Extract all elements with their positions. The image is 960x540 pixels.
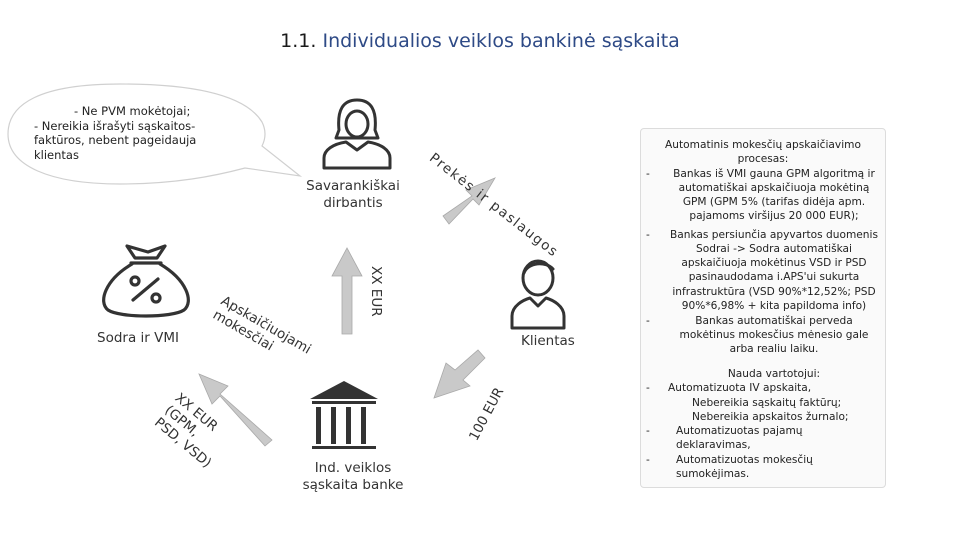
benefit-item: - Automatizuotas mokesčių sumokėjimas. <box>646 453 880 482</box>
benefit-text: Nebereikia sąskaitų faktūrų; <box>692 396 842 409</box>
benefit-text: Automatizuotas mokesčių sumokėjimas. <box>676 453 813 481</box>
bubble-line: - Nereikia išrašyti sąskaitos- <box>34 118 196 133</box>
benefit-text: Nebereikia apskaitos žurnalo; <box>692 410 849 423</box>
auto-process-text: Bankas automatiškai perveda mokėtinus mo… <box>679 314 869 356</box>
arrow-to-sodra <box>198 373 273 447</box>
benefit-block: Nauda vartotojui: - Automatizuota IV aps… <box>646 367 880 481</box>
label-sodra: Sodra ir VMI <box>97 330 179 346</box>
auto-process-item: - Bankas iš VMI gauna GPM algoritmą ir a… <box>646 167 880 228</box>
label-bank: Ind. veiklos sąskaita banke <box>302 460 404 493</box>
arrow-up <box>331 247 363 335</box>
flow-auto-taxes: Apskaičiuojami mokesčiai <box>210 293 330 358</box>
auto-process-text: Bankas persiunčia apyvartos duomenis Sod… <box>670 228 878 313</box>
auto-process-title: Automatinis mokesčių apskaičiavimo proce… <box>665 139 861 166</box>
title-text: Individualios veiklos bankinė sąskaita <box>322 30 680 52</box>
info-panel <box>640 128 886 488</box>
person-man-icon <box>510 259 566 330</box>
bullet-dash: - <box>646 314 650 327</box>
page-title: 1.1. Individualios veiklos bankinė sąska… <box>0 30 960 52</box>
bullet-dash: - <box>646 167 650 180</box>
auto-process-item: - Bankas persiunčia apyvartos duomenis S… <box>646 228 880 314</box>
money-bag-percent-icon <box>102 244 190 318</box>
benefit-text: Automatizuotas pajamų deklaravimas, <box>676 425 803 452</box>
bubble-line: klientas <box>34 147 79 162</box>
bullet-dash: - <box>646 453 650 466</box>
auto-process-item: - Bankas automatiškai perveda mokėtinus … <box>646 314 880 357</box>
bank-building-icon <box>310 381 378 449</box>
label-self-employed: Savarankiškai dirbantis <box>306 178 400 211</box>
benefit-text: Automatizuota IV apskaita, <box>668 382 812 395</box>
benefit-item: - Automatizuotas pajamų deklaravimas, <box>646 424 880 453</box>
speech-bubble <box>7 83 303 185</box>
bubble-line: - Ne PVM mokėtojai; <box>74 104 191 118</box>
title-number: 1.1. <box>280 30 317 52</box>
person-woman-icon <box>322 98 392 170</box>
benefit-title: Nauda vartotojui: <box>727 368 821 380</box>
bullet-dash: - <box>646 425 650 438</box>
arrow-to-self <box>442 177 496 225</box>
auto-process-text: Bankas iš VMI gauna GPM algoritmą ir aut… <box>673 167 875 223</box>
bullet-dash: - <box>646 228 650 241</box>
benefit-item: - Automatizuota IV apskaita, <box>646 381 880 395</box>
speech-bubble-text: - Ne PVM mokėtojai; - Nereikia išrašyti … <box>34 104 209 162</box>
auto-process-block: Automatinis mokesčių apskaičiavimo proce… <box>646 138 880 356</box>
label-client: Klientas <box>521 333 575 349</box>
arrow-from-client <box>433 349 486 399</box>
flow-to-sodra: XX EUR (GPM, PSD, VSD) <box>151 390 254 471</box>
bullet-dash: - <box>646 382 650 395</box>
flow-to-self: XX EUR <box>368 266 384 317</box>
bubble-line: faktūros, nebent pageidauja <box>34 133 197 147</box>
